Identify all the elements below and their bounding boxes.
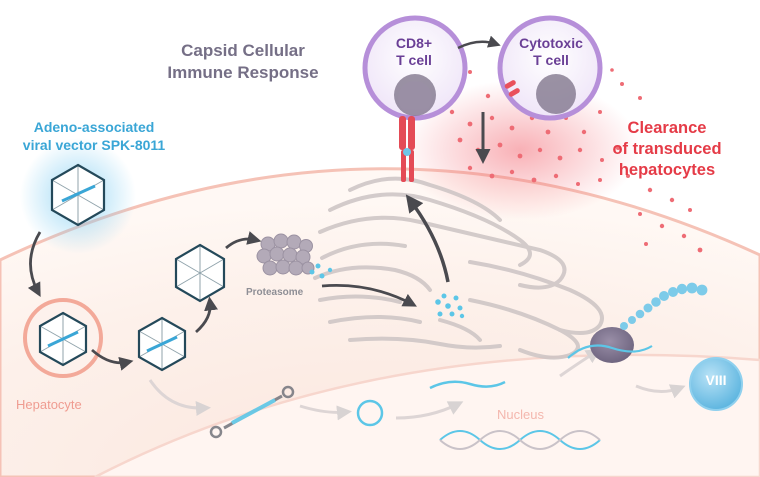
peptide-arrow: [321, 284, 417, 307]
cytotoxic-label-line-2: T cell: [533, 52, 569, 68]
clearance-label-line-2: of transduced: [612, 140, 722, 158]
clearance-label-line-1: Clearance: [627, 119, 707, 137]
presentation-arrow: [405, 194, 450, 283]
mrna-strand: [429, 380, 506, 390]
perforin-marker: [504, 80, 520, 97]
ribosome: [567, 327, 653, 363]
factor-viii-circle: [689, 357, 743, 411]
aav-capsid-cytoplasm: [137, 316, 187, 372]
transgene-cassette: [209, 385, 295, 439]
cd8-t-cell-label: CD8+T cell: [374, 35, 454, 69]
degradation-arrow: [225, 231, 262, 250]
cytotoxic-label-line-1: Cytotoxic: [519, 35, 583, 51]
cd8-label-line-1: CD8+: [395, 35, 433, 51]
vector-label-line-2: viral vector SPK-8011: [22, 137, 166, 153]
tcr-mhc-complex: [399, 116, 415, 182]
clearance-label: Clearance of transduced hepatocytes: [597, 118, 737, 181]
escape-arrow: [91, 348, 134, 371]
endoplasmic-reticulum: [313, 176, 604, 360]
cd8-t-cell: [362, 15, 468, 121]
aav-capsid-degrading: [174, 243, 226, 303]
hepatocyte-label: Hepatocyte: [16, 397, 82, 412]
figure-title-line-1: Capsid Cellular: [181, 41, 305, 60]
episome-arrow: [299, 404, 352, 421]
figure-title-line-2: Immune Response: [167, 63, 319, 82]
episome: [356, 399, 384, 427]
nucleus-label: Nucleus: [497, 407, 544, 422]
uptake-arrow: [27, 231, 42, 297]
peptide-cluster: [435, 293, 465, 319]
secretion-arrow: [635, 384, 686, 399]
vector-label-line-1: Adeno-associated: [33, 119, 155, 135]
factor-viii-label: VIII: [705, 372, 727, 388]
nascent-protein: [620, 282, 708, 330]
cd8-label-line-2: T cell: [396, 52, 432, 68]
vector-label: Adeno-associated viral vector SPK-8011: [14, 118, 174, 154]
proteasome: [256, 233, 315, 276]
peptide-fragments: [309, 263, 333, 279]
transport-arrow: [195, 296, 218, 334]
dna-helix: [439, 430, 601, 450]
proteasome-label: Proteasome: [246, 287, 304, 298]
activation-arrow: [457, 35, 501, 50]
nuclear-entry-arrow: [148, 379, 211, 416]
transcription-arrow: [395, 401, 464, 420]
aav-capsid-endosome: [38, 311, 88, 367]
clearance-label-line-3: hepatocytes: [618, 161, 716, 179]
cytotoxic-t-cell: [497, 15, 603, 121]
aav-capsid-outside: [50, 163, 106, 227]
